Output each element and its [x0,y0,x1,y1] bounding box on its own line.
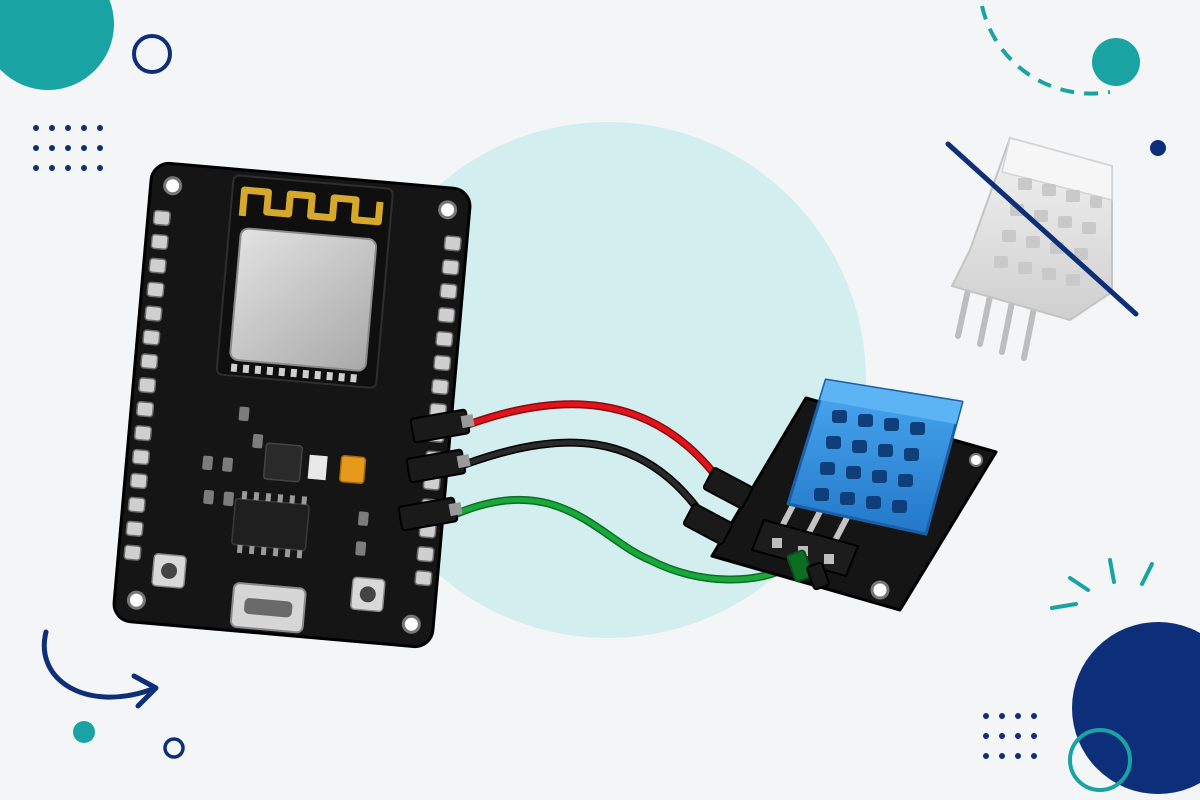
teal-corner-blob [0,0,114,90]
dht11-module-icon [710,378,998,612]
dot-grid-top-left [33,125,103,171]
spark-lines [1050,558,1154,610]
sensor-connectors [682,467,830,591]
curved-arrow-icon [41,629,153,700]
voltage-regulator [262,442,303,483]
arrow-head [131,673,159,709]
dot-grid-bottom-right [983,713,1037,759]
rf-shield [229,227,378,372]
nodemcu-board-icon [112,161,472,649]
usb-serial-chip [231,497,310,552]
wires [452,400,794,584]
tantalum-cap [339,455,367,485]
sensor-housing [786,378,964,536]
flash-button [350,576,386,613]
navy-ring-bottom-left [163,737,185,759]
navy-ring-top-left [132,34,172,74]
micro-usb-port [229,582,307,634]
teal-dot-top-right [1092,38,1140,86]
board-connectors [397,408,475,532]
reset-button [151,553,187,589]
antenna-trace [238,186,384,226]
navy-dot-small [1150,140,1166,156]
left-header-pins [123,209,171,561]
dht22-sensor-crossed-icon [945,136,1139,361]
teal-dot-bottom-left [73,721,95,743]
strike-line [945,141,1139,317]
navy-blob-bottom-right [1072,622,1200,794]
teal-ring-bottom-right [1068,728,1132,792]
dashed-arc-top-right [980,5,1111,96]
smd-components [202,406,369,556]
